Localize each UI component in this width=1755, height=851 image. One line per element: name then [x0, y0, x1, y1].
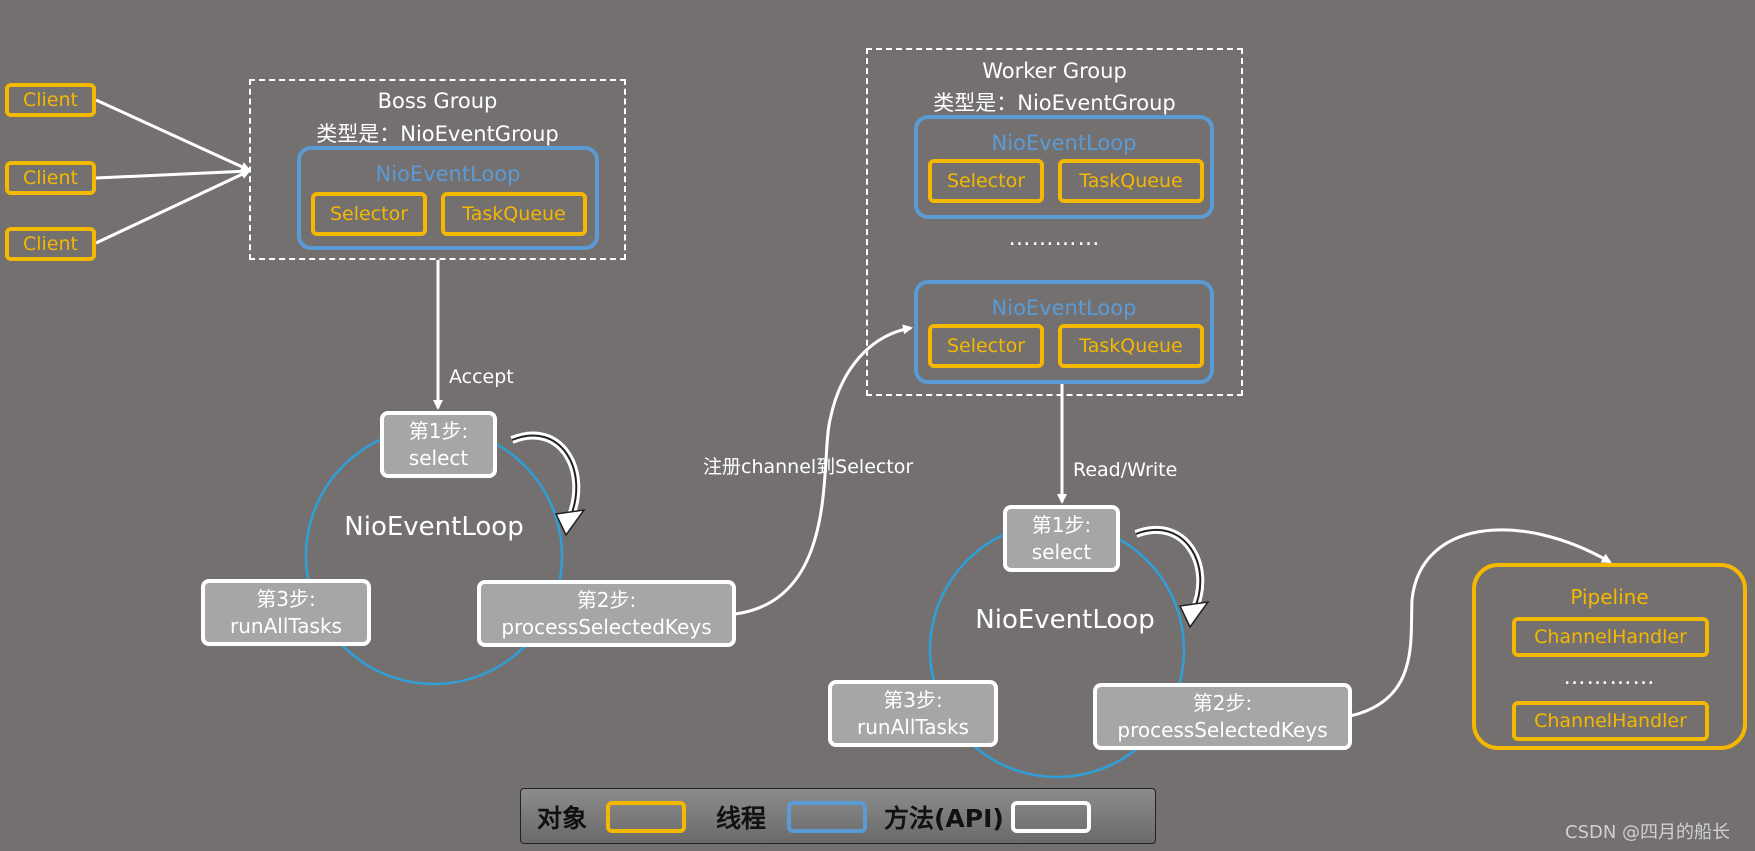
- register-curve: [734, 324, 913, 616]
- worker-group-title: Worker Group: [982, 59, 1127, 83]
- legend-method-swatch: [1011, 801, 1091, 833]
- worker-loop-1-label: NioEventLoop: [991, 131, 1137, 155]
- boss-step3-title: 第3步:: [256, 586, 316, 611]
- worker-nio-event-loop-2: NioEventLoop Selector TaskQueue: [914, 280, 1214, 384]
- boss-nio-event-loop: NioEventLoop Selector TaskQueue: [297, 146, 599, 250]
- worker-loop-2-taskqueue-box[interactable]: TaskQueue: [1058, 324, 1204, 368]
- boss-loop-label: NioEventLoop: [375, 162, 521, 186]
- read-write-label: Read/Write: [1073, 459, 1178, 481]
- boss-group-container: Boss Group 类型是：NioEventGroup NioEventLoo…: [249, 79, 626, 260]
- boss-step1-select[interactable]: 第1步: select: [380, 411, 497, 478]
- client-2-arrow: [95, 166, 251, 180]
- worker-step1-select[interactable]: 第1步: select: [1003, 505, 1120, 572]
- boss-taskqueue-box[interactable]: TaskQueue: [441, 192, 587, 236]
- channel-handler-box-2[interactable]: ChannelHandler: [1512, 701, 1709, 741]
- boss-group-type: 类型是：NioEventGroup: [316, 122, 559, 146]
- client-3-arrow: [95, 169, 251, 245]
- boss-cycle-arrowhead: [554, 509, 586, 537]
- worker-group-container: Worker Group 类型是：NioEventGroup NioEventL…: [866, 48, 1243, 396]
- worker-loop-1-selector-box[interactable]: Selector: [928, 159, 1044, 203]
- worker-group-type: 类型是：NioEventGroup: [933, 91, 1176, 115]
- worker-cycle-center-label: NioEventLoop: [975, 605, 1155, 635]
- worker-step3-name: runAllTasks: [857, 714, 969, 739]
- pipeline-curve: [1349, 528, 1612, 718]
- channel-handler-box-1[interactable]: ChannelHandler: [1512, 617, 1709, 657]
- accept-label: Accept: [449, 366, 514, 388]
- worker-step2-process-selected-keys[interactable]: 第2步: processSelectedKeys: [1093, 683, 1352, 750]
- legend-thread-label: 线程: [716, 804, 767, 833]
- client-1-arrow: [95, 98, 251, 172]
- worker-loops-ellipsis: …………: [1008, 226, 1101, 251]
- boss-cycle-center-label: NioEventLoop: [344, 512, 524, 542]
- boss-cycle-arrow-inner: [511, 434, 578, 519]
- boss-step3-run-all-tasks[interactable]: 第3步: runAllTasks: [201, 579, 371, 646]
- boss-step1-title: 第1步:: [408, 418, 469, 443]
- client-box-3[interactable]: Client: [5, 227, 96, 261]
- client-box-1[interactable]: Client: [5, 83, 96, 117]
- worker-step2-name: processSelectedKeys: [1117, 717, 1328, 742]
- client-box-2[interactable]: Client: [5, 161, 96, 195]
- boss-step2-title: 第2步:: [576, 587, 637, 612]
- boss-step3-name: runAllTasks: [230, 613, 342, 638]
- legend-object-label: 对象: [537, 804, 588, 833]
- worker-cycle-arrow: [1134, 525, 1205, 612]
- pipeline-title: Pipeline: [1570, 585, 1649, 609]
- boss-group-title: Boss Group: [377, 89, 498, 113]
- worker-step3-title: 第3步:: [883, 687, 943, 712]
- worker-step2-title: 第2步:: [1192, 690, 1253, 715]
- legend-method-label: 方法(API): [884, 804, 1004, 833]
- worker-loop-1-taskqueue-box[interactable]: TaskQueue: [1058, 159, 1204, 203]
- legend-thread-swatch: [787, 801, 867, 833]
- worker-cycle-arrowhead: [1178, 601, 1210, 629]
- worker-cycle-arrow-inner: [1135, 528, 1202, 611]
- boss-step2-name: processSelectedKeys: [501, 614, 712, 639]
- worker-nio-event-loop-1: NioEventLoop Selector TaskQueue: [914, 115, 1214, 219]
- legend-object-swatch: [606, 801, 686, 833]
- worker-step1-title: 第1步:: [1031, 512, 1092, 537]
- worker-step1-name: select: [1031, 539, 1092, 564]
- worker-step3-run-all-tasks[interactable]: 第3步: runAllTasks: [828, 680, 998, 747]
- worker-loop-2-label: NioEventLoop: [991, 296, 1137, 320]
- pipeline-ellipsis: …………: [1563, 665, 1656, 690]
- worker-loop-2-selector-box[interactable]: Selector: [928, 324, 1044, 368]
- boss-selector-box[interactable]: Selector: [311, 192, 427, 236]
- boss-cycle-arrow: [510, 431, 581, 520]
- watermark: CSDN @四月的船长: [1565, 822, 1731, 843]
- boss-step2-process-selected-keys[interactable]: 第2步: processSelectedKeys: [477, 580, 736, 647]
- legend: 对象 线程 方法(API): [520, 788, 1156, 844]
- register-label: 注册channel到Selector: [703, 456, 914, 478]
- pipeline-container: Pipeline ChannelHandler ………… ChannelHand…: [1472, 563, 1747, 750]
- boss-step1-name: select: [408, 445, 469, 470]
